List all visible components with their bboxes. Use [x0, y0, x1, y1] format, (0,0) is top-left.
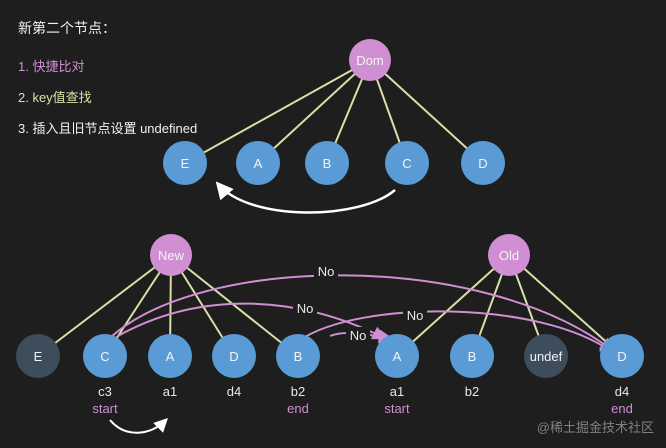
old-child-3-label: D: [617, 349, 626, 364]
new-child-1-label: C: [100, 349, 109, 364]
compare-arrow-label-3: No: [350, 328, 367, 343]
compare-arrow-label-1: No: [297, 301, 314, 316]
old-child-1-label: B: [468, 349, 477, 364]
old-child-2-circle: [524, 334, 568, 378]
dom-child-4-label: D: [478, 156, 487, 171]
dom-child-4: D: [461, 141, 505, 185]
old-child-1-circle: [450, 334, 494, 378]
old-key-3: d4: [615, 384, 629, 399]
new-child-2-circle: [148, 334, 192, 378]
new-child-4-circle: [276, 334, 320, 378]
compare-arrow-label-bg-2: [403, 307, 427, 323]
new-root-node: New: [150, 234, 192, 276]
step-2: 2. key值查找: [18, 90, 92, 105]
dom-child-1-circle: [236, 141, 280, 185]
old-pointer-3: end: [611, 401, 633, 416]
start-move-arrow: [109, 418, 168, 434]
move-arrows: [109, 181, 396, 434]
old-child-0-circle: [375, 334, 419, 378]
old-child-3: D: [600, 334, 644, 378]
new-child-2: A: [148, 334, 192, 378]
dom-root-node: Dom: [349, 39, 391, 81]
dom-child-1: A: [236, 141, 280, 185]
old-key-1: b2: [465, 384, 479, 399]
dom-root-node-label: Dom: [356, 53, 383, 68]
dom-child-3-label: C: [402, 156, 411, 171]
new-root-node-circle: [150, 234, 192, 276]
dom-child-3-circle: [385, 141, 429, 185]
compare-arrow-label-2: No: [407, 308, 424, 323]
dom-child-1-label: A: [254, 156, 263, 171]
dom-edge-1: [257, 59, 371, 164]
dom-child-0-circle: [163, 141, 207, 185]
old-root-node-label: Old: [499, 248, 519, 263]
new-child-4-label: B: [294, 349, 303, 364]
old-edge-0: [396, 254, 510, 357]
dom-child-2-label: B: [323, 156, 332, 171]
old-root-node-circle: [488, 234, 530, 276]
new-key-0: c3: [98, 384, 112, 399]
new-key-3: b2: [291, 384, 305, 399]
old-root-node: Old: [488, 234, 530, 276]
new-child-1: C: [83, 334, 127, 378]
compare-arrow-1: [117, 302, 387, 340]
new-child-2-label: A: [166, 349, 175, 364]
old-child-2: undef: [524, 334, 568, 378]
old-child-2-label: undef: [530, 349, 563, 364]
new-root-node-label: New: [158, 248, 185, 263]
dom-edge-0: [184, 59, 371, 164]
old-key-0: a1: [390, 384, 404, 399]
new-pointer-0: start: [92, 401, 118, 416]
watermark: @稀土掘金技术社区: [536, 420, 654, 435]
compare-arrow-label-bg-1: [293, 300, 317, 316]
dom-edge-4: [369, 59, 484, 164]
compare-arrow-label-bg-3: [346, 327, 370, 343]
old-child-3-circle: [600, 334, 644, 378]
dom-child-4-circle: [461, 141, 505, 185]
new-edge-4: [170, 254, 299, 357]
new-child-3-circle: [212, 334, 256, 378]
step-heading: 新第二个节点：: [18, 20, 116, 36]
old-pointer-0: start: [384, 401, 410, 416]
compare-arrow-2: [299, 310, 615, 354]
dom-child-2: B: [305, 141, 349, 185]
new-pointer-3: end: [287, 401, 309, 416]
compare-arrow-label-bg-0: [314, 263, 338, 279]
dom-child-0-label: E: [181, 156, 190, 171]
old-child-0-label: A: [393, 349, 402, 364]
new-key-2: d4: [227, 384, 241, 399]
new-child-0: E: [16, 334, 60, 378]
compare-arrow-label-0: No: [318, 264, 335, 279]
compare-arrow-0: [109, 274, 615, 352]
old-child-0: A: [375, 334, 419, 378]
step-1: 1. 快捷比对: [18, 59, 85, 74]
dom-move-arrow: [215, 181, 396, 214]
new-child-0-circle: [16, 334, 60, 378]
step-3: 3. 插入且旧节点设置 undefined: [18, 121, 198, 136]
new-edge-0: [37, 254, 172, 357]
new-child-3: D: [212, 334, 256, 378]
dom-child-3: C: [385, 141, 429, 185]
new-key-1: a1: [163, 384, 177, 399]
new-child-1-circle: [83, 334, 127, 378]
new-child-0-label: E: [34, 349, 43, 364]
dom-root-node-circle: [349, 39, 391, 81]
step-list: 新第二个节点： 1. 快捷比对 2. key值查找 3. 插入且旧节点设置 un…: [18, 18, 197, 149]
old-child-1: B: [450, 334, 494, 378]
dom-child-0: E: [163, 141, 207, 185]
new-child-3-label: D: [229, 349, 238, 364]
new-child-4: B: [276, 334, 320, 378]
dom-child-2-circle: [305, 141, 349, 185]
